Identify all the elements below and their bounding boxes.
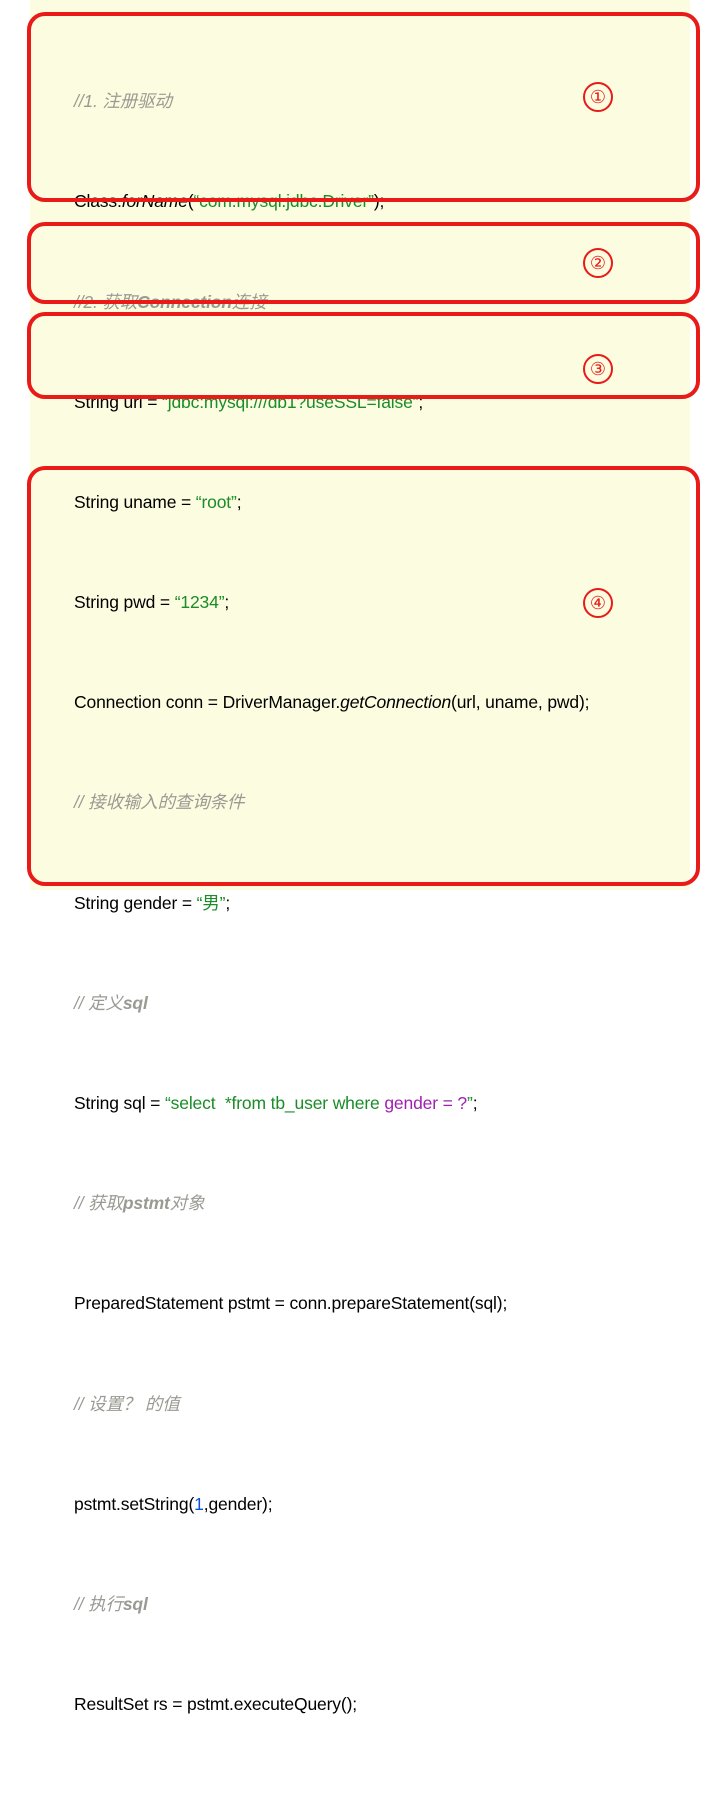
code-line: PreparedStatement pstmt = conn.prepareSt… (74, 1293, 508, 1314)
annotation-number-2: ② (583, 248, 613, 278)
annotation-number-1: ① (583, 82, 613, 112)
code-line: String uname = “root”; (74, 491, 242, 512)
code-line: // 获取pstmt对象 (74, 1193, 205, 1214)
code-line: // 遍历Result，获取数据 (74, 1792, 728, 1794)
code-line: pstmt.setString(1,gender); (74, 1493, 273, 1514)
code-line: // 接收输入的查询条件 (74, 792, 245, 813)
code-line: // 定义sql (74, 992, 148, 1013)
code-listing: //1. 注册驱动 Class.forName(“com.mysql.jdbc.… (74, 14, 728, 1794)
annotation-number-3: ③ (583, 354, 613, 384)
code-line: String pwd = “1234”; (74, 592, 230, 613)
code-line: //1. 注册驱动 (74, 91, 172, 112)
code-line: String sql = “select *from tb_user where… (74, 1093, 478, 1114)
code-line: // 执行sql (74, 1593, 148, 1614)
annotation-number-4: ④ (583, 588, 613, 618)
code-line: ResultSet rs = pstmt.executeQuery(); (74, 1694, 357, 1715)
code-line: Class.forName(“com.mysql.jdbc.Driver”); (74, 191, 385, 212)
code-line: String url = “jdbc:mysql:///db1?useSSL=f… (74, 391, 424, 412)
code-canvas: //1. 注册驱动 Class.forName(“com.mysql.jdbc.… (30, 0, 690, 1714)
code-line: // 设置？ 的值 (74, 1393, 180, 1414)
code-line: Connection conn = DriverManager.getConne… (74, 692, 590, 713)
code-line: String gender = “男”; (74, 892, 231, 913)
code-line: //2. 获取Connection连接 (74, 291, 267, 312)
